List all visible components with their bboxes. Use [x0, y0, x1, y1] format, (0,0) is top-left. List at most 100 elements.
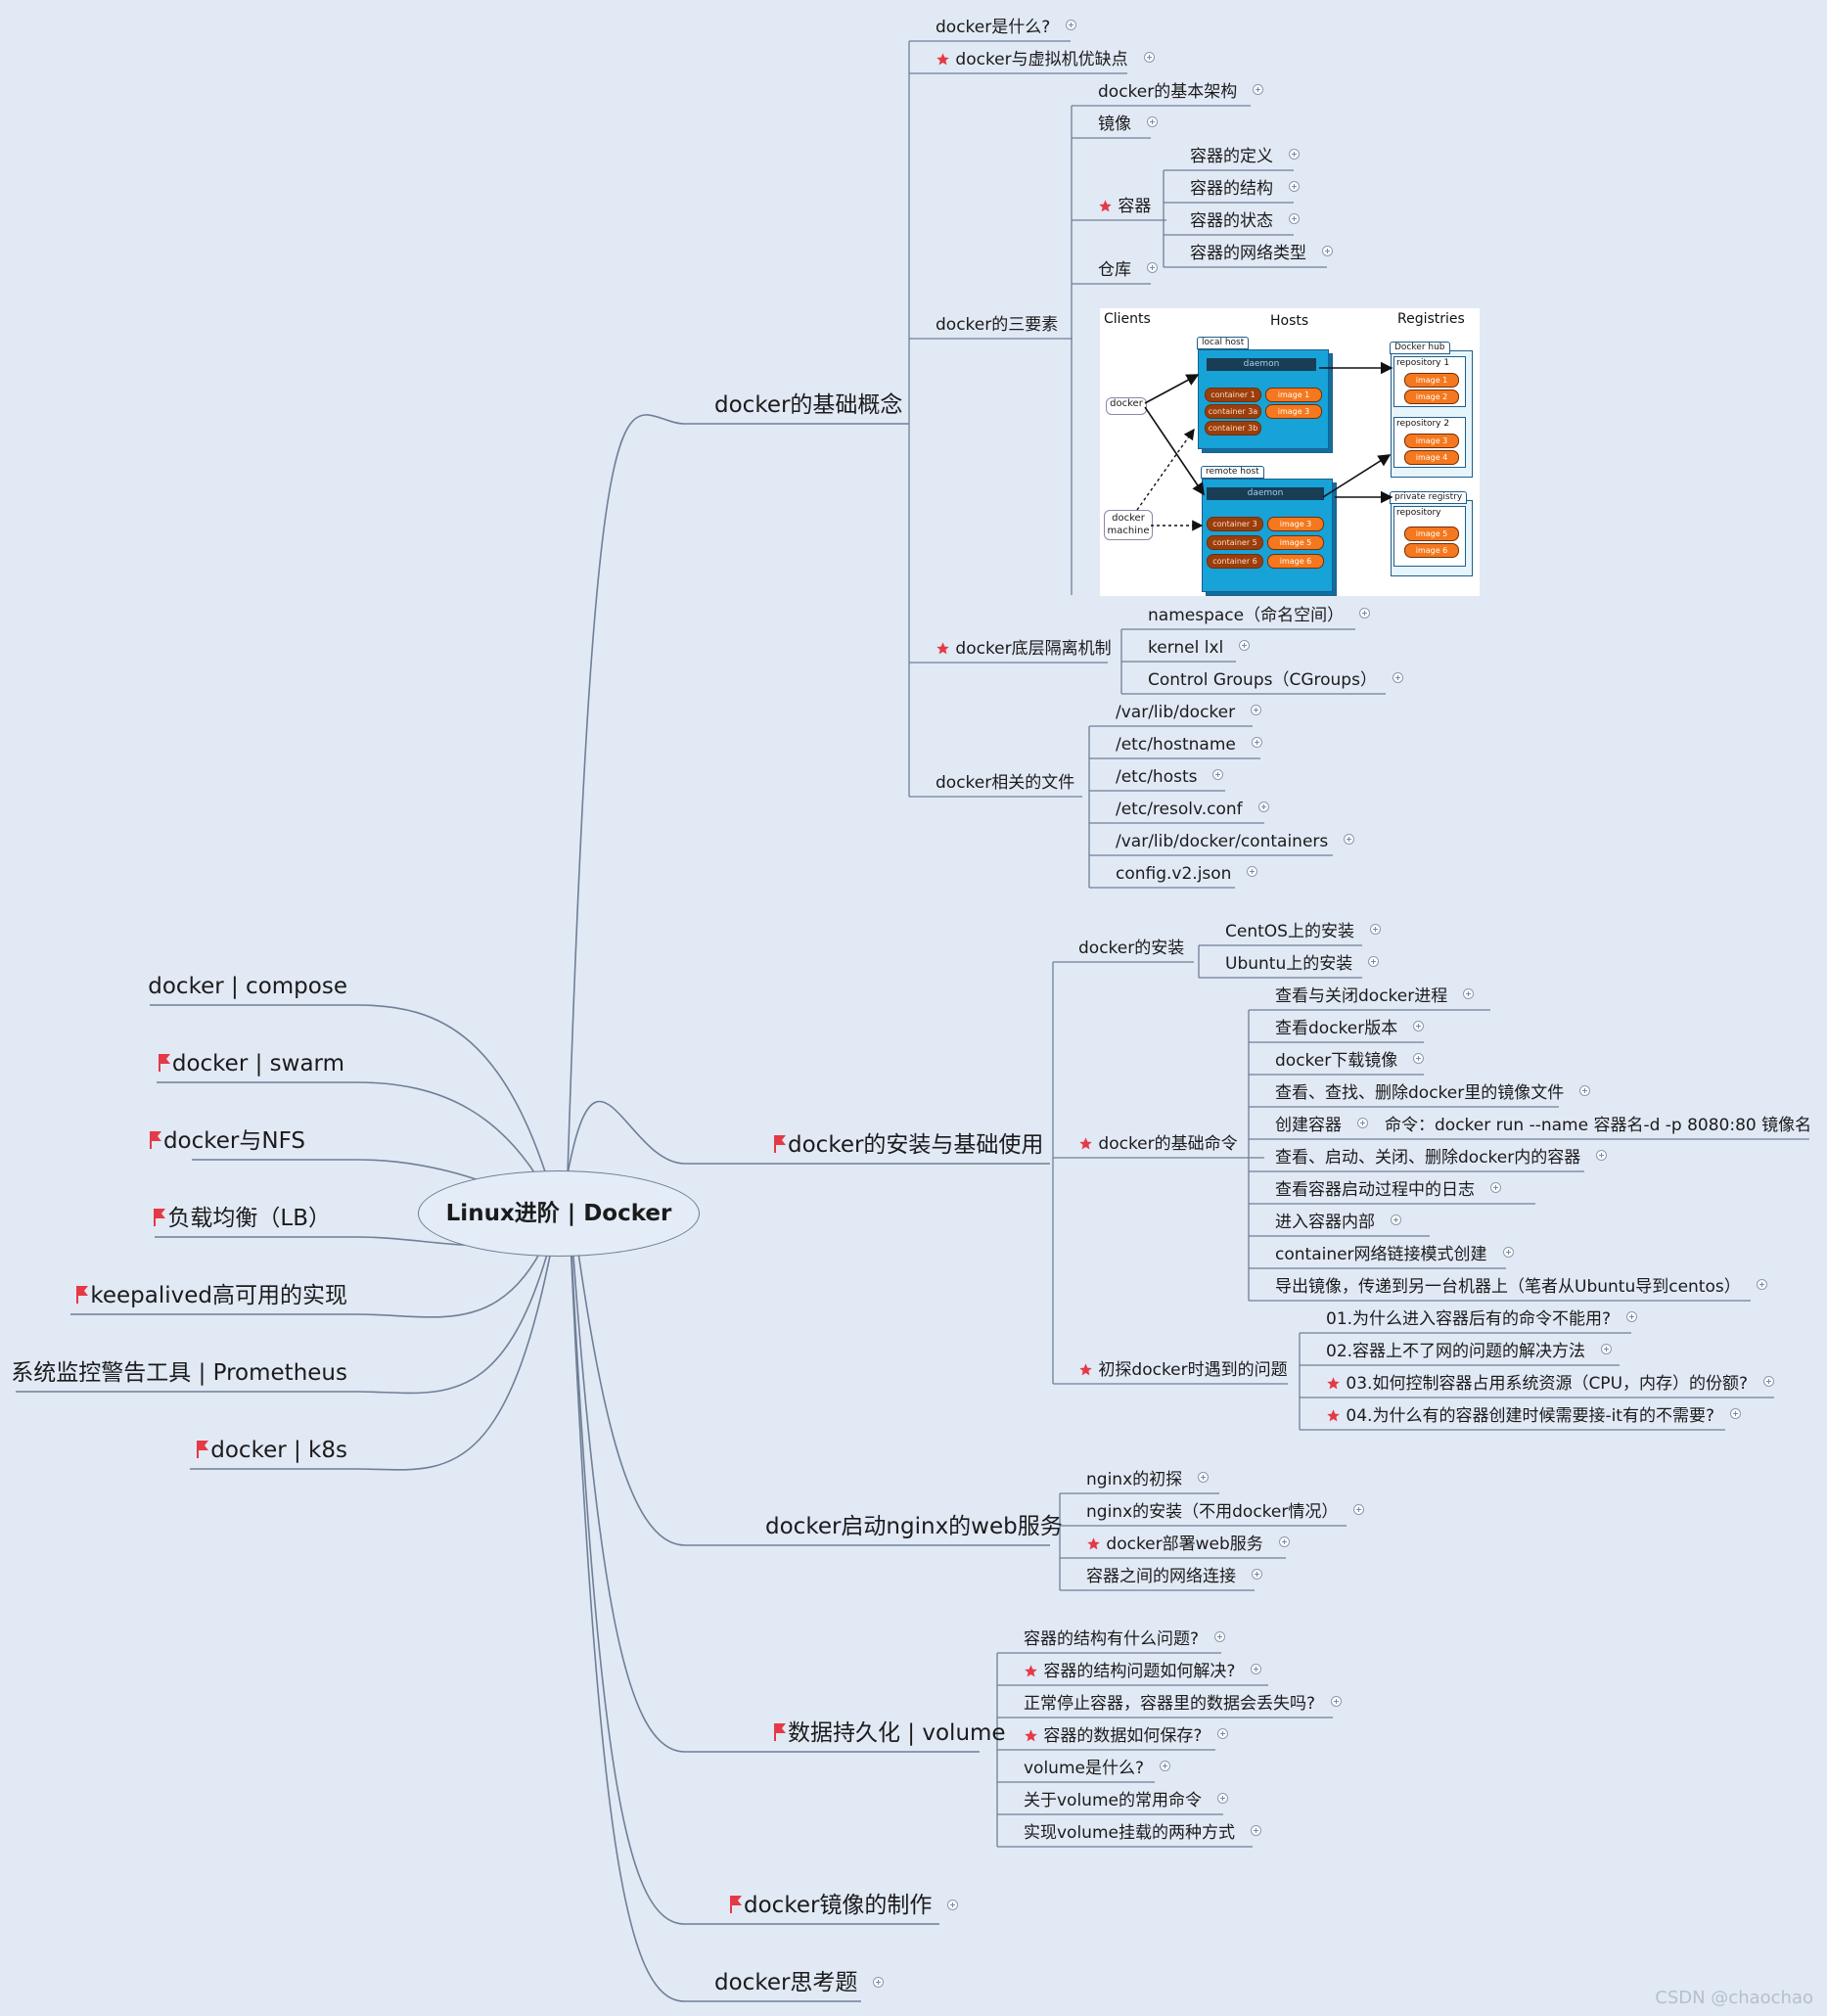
topic-docker[interactable]: 查看、启动、关闭、删除docker内的容器	[1275, 1147, 1608, 1168]
topic-topic[interactable]: 正常停止容器，容器里的数据会丢失吗?	[1024, 1693, 1343, 1715]
topic-docker[interactable]: 查看、查找、删除docker里的镜像文件	[1275, 1082, 1591, 1104]
topic-topic[interactable]: 容器	[1098, 196, 1151, 217]
expand-icon[interactable]	[1289, 181, 1300, 192]
topic-docker[interactable]: docker镜像的制作	[729, 1891, 959, 1920]
topic-kernel-lxl[interactable]: kernel lxl	[1148, 637, 1251, 659]
expand-icon[interactable]	[1216, 1793, 1228, 1804]
topic-volume[interactable]: 数据持久化 | volume	[773, 1718, 1006, 1748]
expand-icon[interactable]	[1626, 1311, 1638, 1322]
topic-docker[interactable]: 查看docker版本	[1275, 1018, 1425, 1039]
topic-volume[interactable]: volume是什么?	[1024, 1758, 1171, 1779]
topic-namespace[interactable]: namespace（命名空间）	[1148, 605, 1371, 626]
topic-topic[interactable]: 镜像	[1098, 114, 1158, 135]
topic-docker-nginx-web[interactable]: docker启动nginx的web服务	[765, 1512, 1063, 1541]
expand-icon[interactable]	[1463, 988, 1475, 999]
expand-icon[interactable]	[1217, 1728, 1229, 1739]
expand-icon[interactable]	[1214, 1631, 1226, 1642]
topic-centos[interactable]: CentOS上的安装	[1225, 921, 1381, 942]
topic-topic[interactable]: 容器的网络类型	[1190, 243, 1333, 264]
expand-icon[interactable]	[873, 1977, 885, 1988]
expand-icon[interactable]	[1357, 1118, 1368, 1128]
topic-docker[interactable]: docker的基础概念	[714, 390, 902, 420]
expand-icon[interactable]	[1212, 769, 1224, 780]
topic-03-cpu[interactable]: 03.如何控制容器占用系统资源（CPU，内存）的份额?	[1326, 1373, 1775, 1395]
expand-icon[interactable]	[1066, 20, 1077, 30]
expand-icon[interactable]	[1253, 84, 1264, 95]
expand-icon[interactable]	[1763, 1376, 1775, 1387]
topic-docker[interactable]: docker的安装与基础使用	[773, 1130, 1043, 1160]
expand-icon[interactable]	[1579, 1085, 1591, 1096]
topic-docker[interactable]: docker底层隔离机制	[936, 638, 1112, 660]
topic-docker[interactable]: docker的三要素	[936, 314, 1058, 336]
topic-docker[interactable]: 初探docker时遇到的问题	[1078, 1359, 1288, 1381]
expand-icon[interactable]	[1359, 608, 1371, 619]
expand-icon[interactable]	[1601, 1344, 1613, 1354]
expand-icon[interactable]	[1413, 1021, 1425, 1031]
topic-02[interactable]: 02.容器上不了网的问题的解决方法	[1326, 1341, 1613, 1362]
topic-nginx-docker[interactable]: nginx的安装（不用docker情况）	[1086, 1501, 1365, 1523]
topic-docker-k8s[interactable]: docker | k8s	[196, 1436, 347, 1465]
expand-icon[interactable]	[1160, 1761, 1171, 1771]
topic-prometheus[interactable]: 系统监控警告工具 | Prometheus	[11, 1358, 347, 1388]
topic-topic[interactable]: 仓库	[1098, 259, 1158, 281]
expand-icon[interactable]	[1368, 956, 1380, 967]
expand-icon[interactable]	[1147, 116, 1158, 127]
topic-topic[interactable]: 容器的结构有什么问题?	[1024, 1628, 1226, 1650]
topic-var-lib-docker[interactable]: /var/lib/docker	[1116, 702, 1262, 723]
topic-04-it[interactable]: 04.为什么有的容器创建时候需要接-it有的不需要?	[1326, 1405, 1741, 1427]
topic-nginx[interactable]: nginx的初探	[1086, 1469, 1210, 1490]
topic-topic[interactable]: 容器的结构问题如何解决?	[1024, 1661, 1262, 1682]
expand-icon[interactable]	[1251, 1664, 1262, 1674]
expand-icon[interactable]	[1596, 1150, 1608, 1161]
expand-icon[interactable]	[1289, 213, 1300, 224]
topic-docker[interactable]: docker的基础命令	[1078, 1133, 1238, 1155]
topic-volume[interactable]: 关于volume的常用命令	[1024, 1790, 1228, 1811]
expand-icon[interactable]	[1391, 1214, 1401, 1225]
expand-icon[interactable]	[1344, 834, 1355, 845]
expand-icon[interactable]	[1322, 246, 1333, 256]
expand-icon[interactable]	[1147, 262, 1158, 273]
topic-01[interactable]: 01.为什么进入容器后有的命令不能用?	[1326, 1308, 1638, 1330]
topic-ubuntu[interactable]: Ubuntu上的安装	[1225, 953, 1380, 975]
topic-docker[interactable]: docker下载镜像	[1275, 1050, 1425, 1072]
topic-docker[interactable]: docker的基本架构	[1098, 81, 1264, 103]
topic-keepalived[interactable]: keepalived高可用的实现	[75, 1281, 347, 1310]
topic-docker-swarm[interactable]: docker | swarm	[158, 1049, 344, 1078]
topic-etc-hostname[interactable]: /etc/hostname	[1116, 734, 1262, 756]
topic-topic[interactable]: 容器的结构	[1190, 178, 1300, 200]
topic-control-groups-cgroups[interactable]: Control Groups（CGroups）	[1148, 669, 1403, 691]
topic-docker[interactable]: docker是什么?	[936, 17, 1077, 38]
topic-topic[interactable]: 容器的数据如何保存?	[1024, 1725, 1229, 1747]
topic-docker-nfs[interactable]: docker与NFS	[149, 1126, 305, 1156]
topic-volume[interactable]: 实现volume挂载的两种方式	[1024, 1822, 1261, 1844]
topic-topic[interactable]: 创建容器	[1275, 1115, 1368, 1136]
topic-etc-resolv-conf[interactable]: /etc/resolv.conf	[1116, 799, 1269, 820]
topic-topic[interactable]: 容器的定义	[1190, 146, 1300, 167]
topic-topic[interactable]: 容器的状态	[1190, 210, 1300, 232]
expand-icon[interactable]	[1413, 1053, 1425, 1064]
topic-var-lib-docker-containers[interactable]: /var/lib/docker/containers	[1116, 831, 1355, 852]
topic-topic[interactable]: 进入容器内部	[1275, 1212, 1401, 1233]
expand-icon[interactable]	[947, 1900, 959, 1910]
topic-container[interactable]: container网络链接模式创建	[1275, 1244, 1514, 1265]
topic-topic[interactable]: 容器之间的网络连接	[1086, 1566, 1262, 1587]
topic-docker[interactable]: docker的安装	[1078, 938, 1184, 959]
expand-icon[interactable]	[1247, 866, 1258, 877]
expand-icon[interactable]	[1251, 737, 1262, 748]
expand-icon[interactable]	[1251, 705, 1262, 715]
expand-icon[interactable]	[1502, 1247, 1514, 1258]
expand-icon[interactable]	[1369, 924, 1381, 935]
topic-config-v2-json[interactable]: config.v2.json	[1116, 863, 1258, 885]
root-topic[interactable]: Linux进阶 | Docker	[418, 1170, 700, 1257]
topic-etc-hosts[interactable]: /etc/hosts	[1116, 766, 1224, 788]
expand-icon[interactable]	[1490, 1182, 1501, 1193]
topic-docker[interactable]: docker与虚拟机优缺点	[936, 49, 1155, 70]
expand-icon[interactable]	[1252, 1569, 1262, 1580]
expand-icon[interactable]	[1257, 802, 1269, 812]
expand-icon[interactable]	[1353, 1504, 1365, 1515]
topic-docker[interactable]: 查看与关闭docker进程	[1275, 985, 1475, 1007]
topic-lb[interactable]: 负载均衡（LB）	[153, 1204, 331, 1233]
expand-icon[interactable]	[1392, 672, 1403, 683]
topic-docker[interactable]: docker相关的文件	[936, 772, 1074, 794]
expand-icon[interactable]	[1250, 1825, 1261, 1836]
